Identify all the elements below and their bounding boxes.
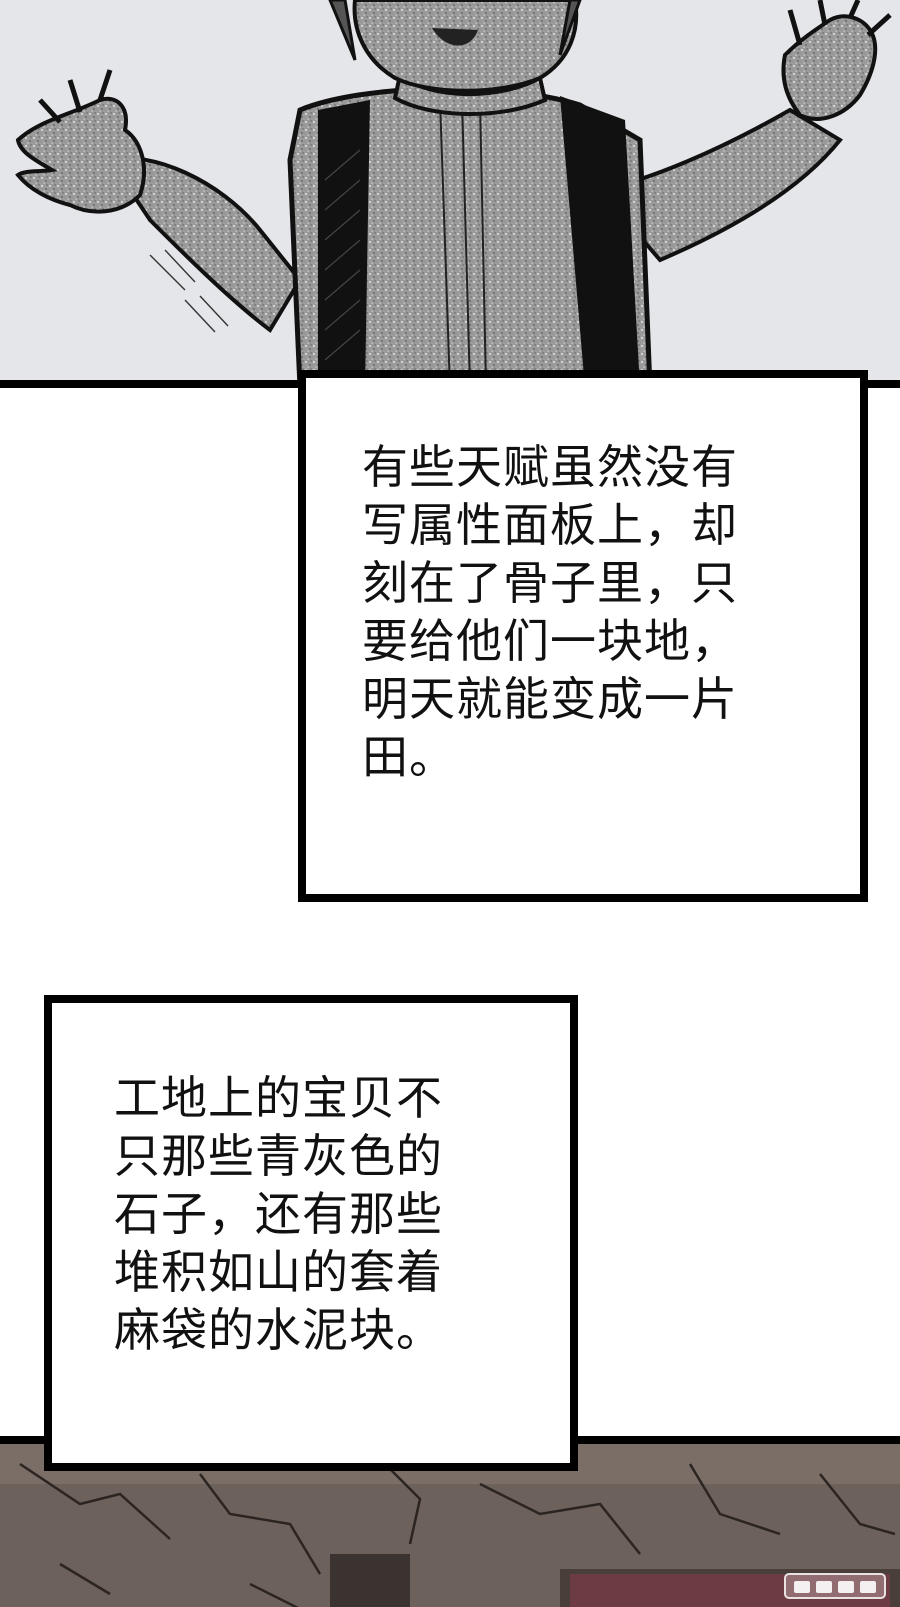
narration-text-2: 工地上的宝贝不 只那些青灰色的 石子，还有那些 堆积如山的套着 麻袋的水泥块。 — [114, 1069, 514, 1359]
narration-box-2: 工地上的宝贝不 只那些青灰色的 石子，还有那些 堆积如山的套着 麻袋的水泥块。 — [44, 995, 578, 1471]
narration-1-line: 明天就能变成一片 — [362, 672, 738, 726]
narration-2-line: 堆积如山的套着 — [114, 1245, 443, 1299]
narration-1-line: 要给他们一块地， — [362, 614, 738, 668]
narration-1-line: 有些天赋虽然没有 — [362, 440, 738, 494]
narration-1-line: 写属性面板上，却 — [362, 498, 738, 552]
top-art-panel — [0, 0, 900, 388]
narration-1-line: 刻在了骨子里，只 — [362, 556, 738, 610]
narration-1-line: 田。 — [362, 730, 456, 784]
publisher-logo-icon — [794, 1581, 876, 1593]
narration-2-line: 工地上的宝贝不 — [114, 1071, 443, 1125]
narration-2-line: 只那些青灰色的 — [114, 1129, 443, 1183]
publisher-watermark — [784, 1573, 886, 1599]
narration-2-line: 麻袋的水泥块。 — [114, 1303, 443, 1357]
narration-box-1: 有些天赋虽然没有 写属性面板上，却 刻在了骨子里，只 要给他们一块地， 明天就能… — [298, 370, 868, 902]
ground-cracks — [19, 1458, 896, 1607]
narration-2-line: 石子，还有那些 — [114, 1187, 443, 1241]
narration-text-1: 有些天赋虽然没有 写属性面板上，却 刻在了骨子里，只 要给他们一块地， 明天就能… — [362, 438, 822, 786]
stone-child-illustration — [15, 0, 892, 380]
vest-hatching — [324, 149, 361, 361]
